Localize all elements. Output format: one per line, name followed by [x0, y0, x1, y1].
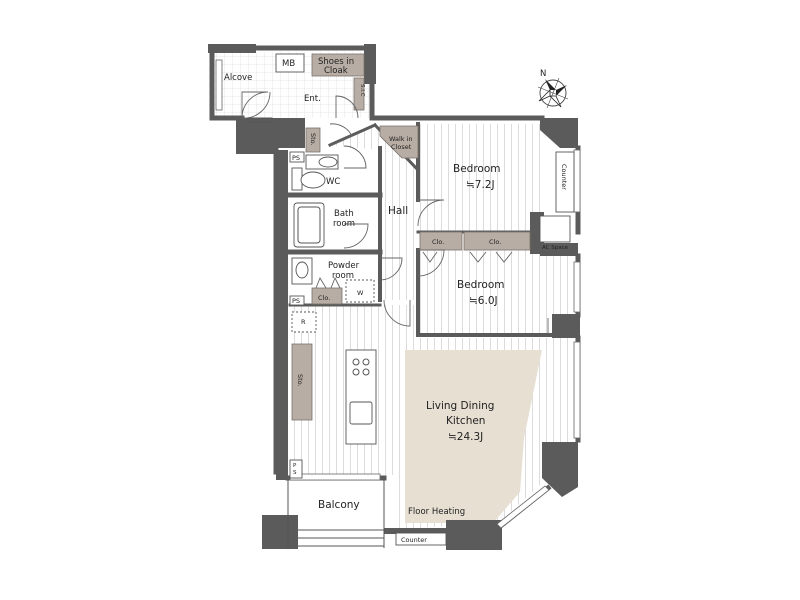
label-ac-space: AC Space: [542, 245, 569, 251]
label-storage-small: Sto.: [309, 133, 317, 146]
doors: [241, 91, 549, 334]
label-powder-room-2: room: [332, 271, 354, 281]
label-closet-powder: Clo.: [318, 294, 330, 302]
hall-floor: [330, 125, 418, 300]
label-ps-bottom-s: S: [293, 470, 297, 476]
label-bathroom-1: Bath: [334, 209, 354, 219]
label-ps-bottom-p: P: [293, 463, 297, 469]
label-entrance: Ent.: [304, 94, 321, 104]
label-bedroom1-name: Bedroom: [453, 163, 501, 175]
label-bedroom2-size: ≒6.0J: [469, 295, 498, 307]
label-alcove: Alcove: [224, 73, 252, 83]
label-closet2: Clo.: [489, 238, 501, 246]
label-wc: WC: [326, 177, 340, 187]
label-washer: W: [357, 289, 364, 297]
label-refrigerator: R: [301, 318, 306, 326]
label-ldk-name1: Living Dining: [426, 400, 494, 412]
label-hall: Hall: [388, 205, 408, 217]
label-closet1: Clo.: [432, 238, 444, 246]
label-floor-heating: Floor Heating: [408, 507, 465, 517]
walls: [208, 44, 581, 550]
label-ps-mid: PS: [292, 297, 300, 305]
fixtures: [247, 53, 575, 546]
label-wic-2: Closet: [391, 143, 412, 151]
label-shoes-in-cloak-2: Cloak: [324, 66, 348, 76]
label-powder-room-1: Powder: [328, 261, 360, 271]
label-ldk-size: ≒24.3J: [448, 431, 483, 443]
label-wic-1: Walk in: [389, 135, 413, 143]
windows: [215, 59, 581, 529]
north-label: N: [540, 69, 546, 79]
label-shoes-small: S.I.C: [359, 84, 365, 97]
label-mb: MB: [282, 59, 295, 69]
label-ps-top: PS: [292, 154, 300, 162]
label-counter-bottom: Counter: [401, 536, 427, 544]
floor-heating-zone: [405, 350, 542, 523]
label-bedroom2-name: Bedroom: [457, 279, 505, 291]
label-storage-ldk: Sto.: [296, 374, 304, 387]
balcony-floor: [292, 478, 384, 546]
bedroom1-floor: [418, 124, 542, 232]
label-bedroom1-size: ≒7.2J: [466, 179, 495, 191]
closets: [291, 53, 531, 421]
label-balcony: Balcony: [318, 499, 360, 511]
label-counter-top: Counter: [560, 164, 568, 190]
label-bathroom-2: room: [333, 219, 355, 229]
label-shoes-in-cloak-1: Shoes in: [318, 57, 354, 67]
label-ldk-name2: Kitchen: [446, 415, 485, 427]
bedroom2-floor: [418, 250, 574, 335]
north-compass-icon: [537, 77, 569, 109]
